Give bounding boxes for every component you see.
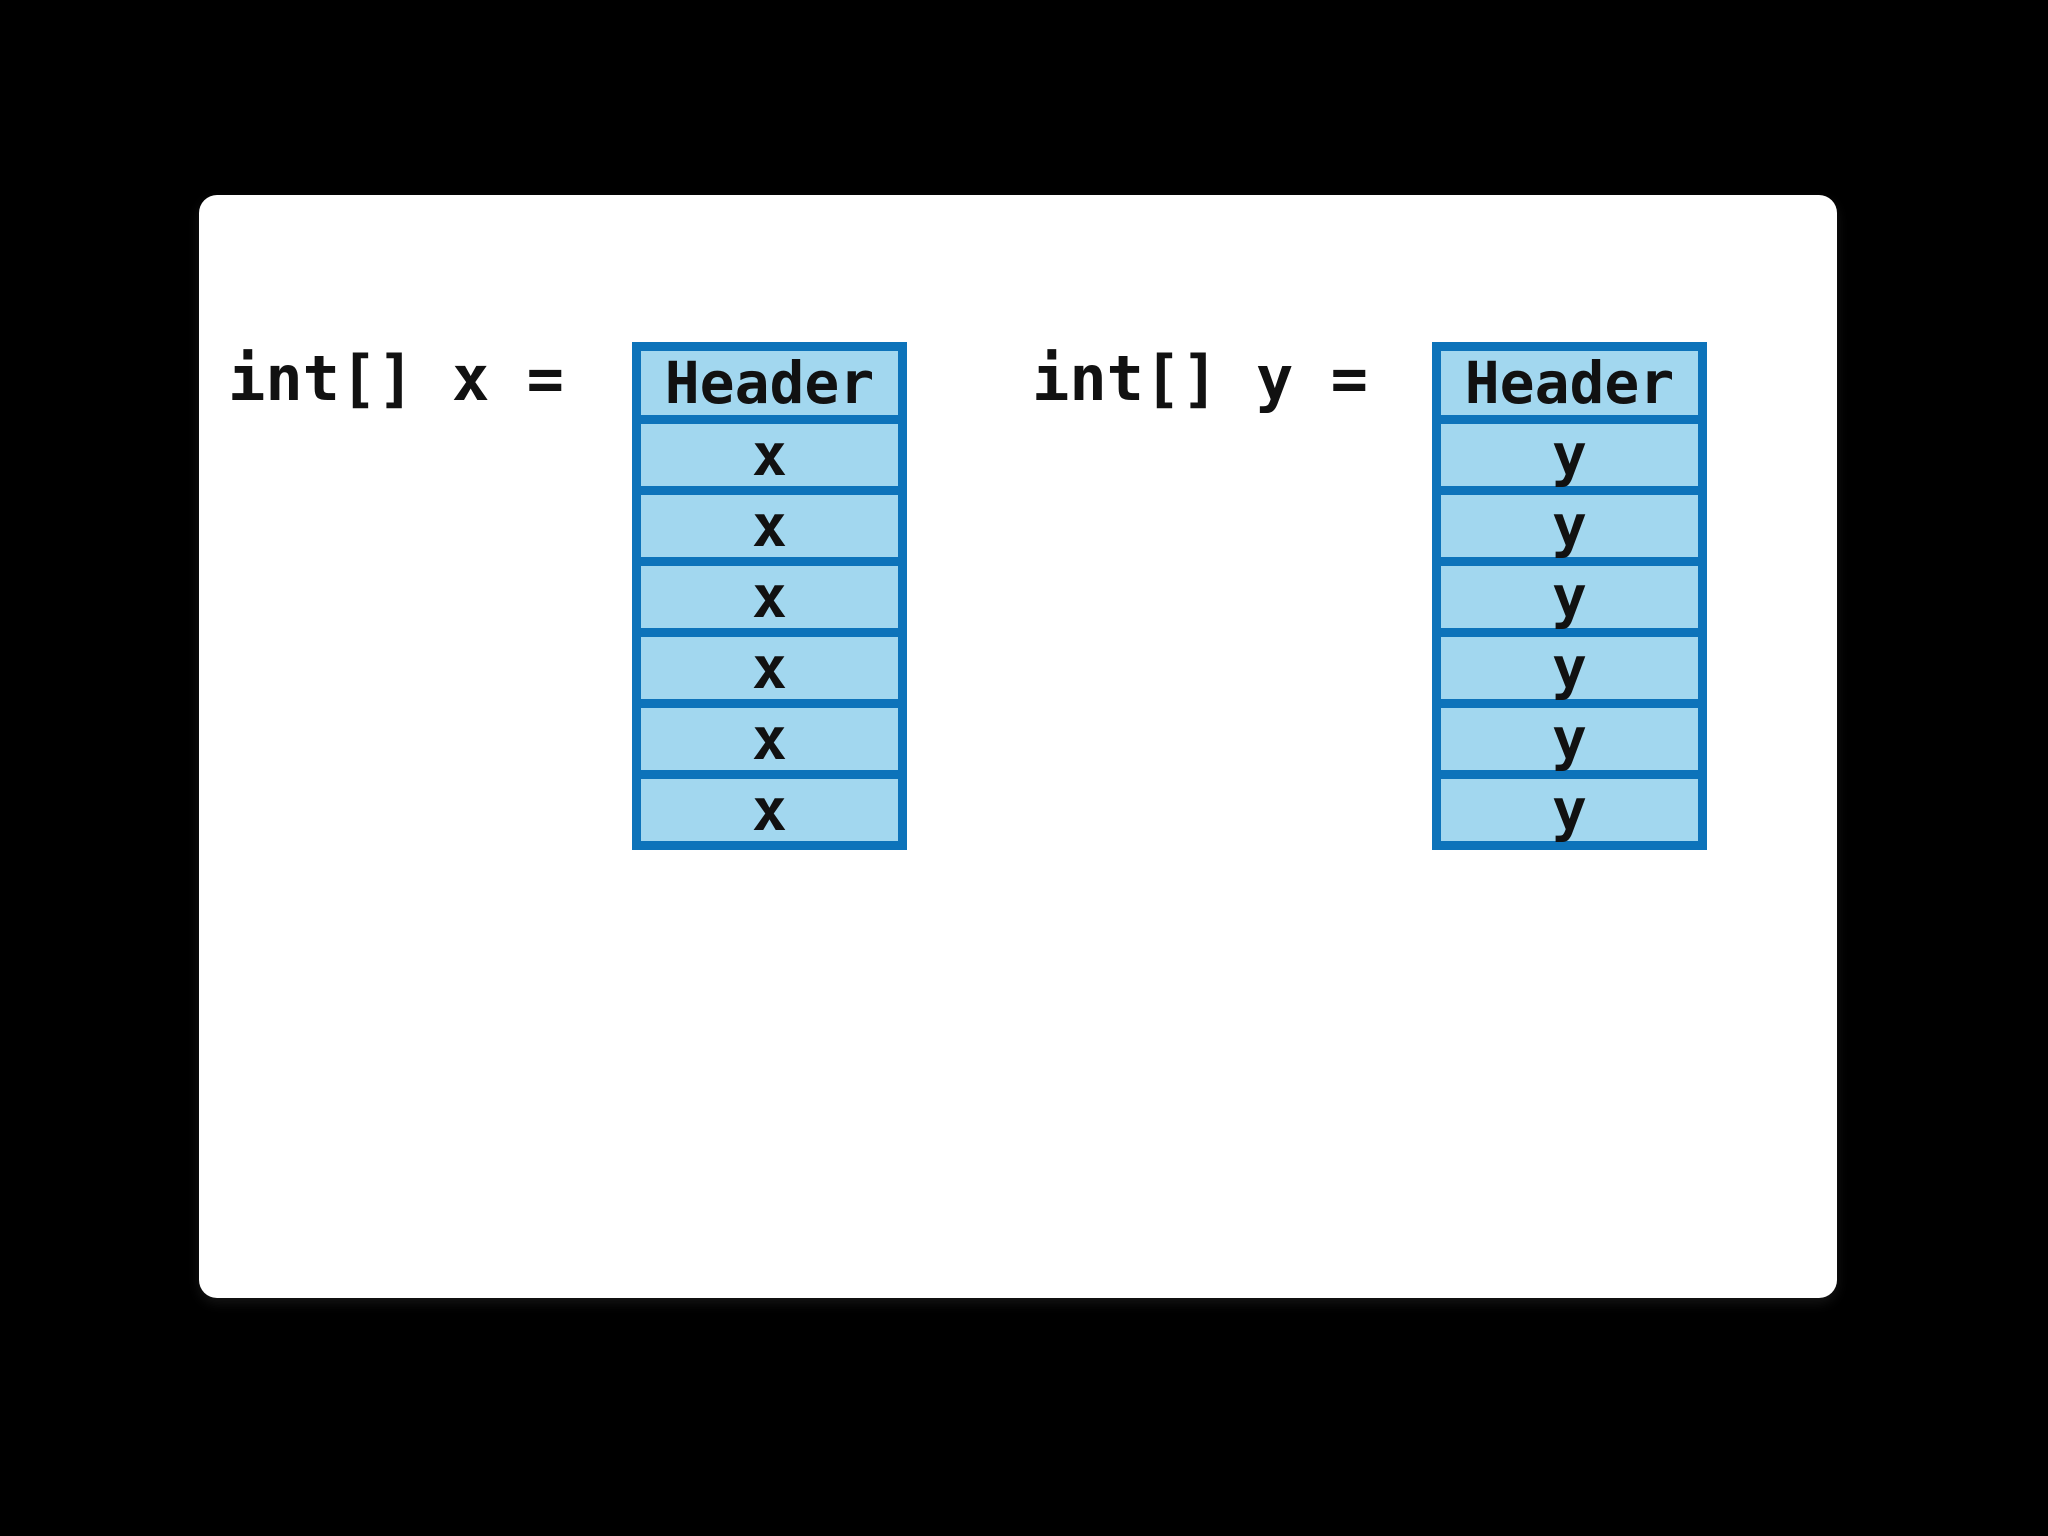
array-element-cell: y xyxy=(1441,776,1698,844)
slide-panel: int[] x = Header x x x x x x int[] y = H… xyxy=(199,195,1837,1298)
array-element-cell: x xyxy=(641,563,898,631)
array-element-cell: y xyxy=(1441,421,1698,489)
array-element-cell: x xyxy=(641,421,898,489)
array-declaration-x: int[] x = xyxy=(228,342,564,415)
array-element-cell: y xyxy=(1441,563,1698,631)
array-memory-table-x: Header x x x x x x xyxy=(632,342,907,850)
array-element-cell: x xyxy=(641,776,898,844)
array-header-cell: Header xyxy=(1441,349,1698,417)
array-element-cell: y xyxy=(1441,705,1698,773)
array-element-cell: x xyxy=(641,634,898,702)
array-header-cell: Header xyxy=(641,349,898,417)
array-memory-table-y: Header y y y y y y xyxy=(1432,342,1707,850)
array-element-cell: y xyxy=(1441,634,1698,702)
array-element-cell: y xyxy=(1441,492,1698,560)
array-declaration-y: int[] y = xyxy=(1032,342,1368,415)
array-element-cell: x xyxy=(641,705,898,773)
array-element-cell: x xyxy=(641,492,898,560)
